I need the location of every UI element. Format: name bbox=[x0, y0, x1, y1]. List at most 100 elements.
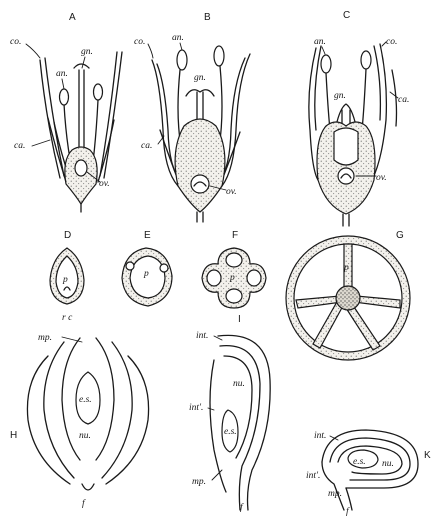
label-int-k: int. bbox=[314, 431, 326, 441]
label-an-b: an. bbox=[172, 33, 184, 43]
label-co-b: co. bbox=[134, 37, 145, 47]
locule-f-bottom bbox=[226, 289, 242, 303]
label-f-k: f bbox=[346, 506, 350, 516]
label-ov-c: ov. bbox=[376, 173, 387, 183]
label-mp-i: mp. bbox=[192, 477, 206, 487]
label-ca-b: ca. bbox=[141, 141, 152, 151]
label-p-e: p bbox=[143, 269, 149, 279]
ovule-e-1 bbox=[126, 262, 134, 270]
panel-c: C an. co. gn. ca. ov. bbox=[309, 10, 409, 226]
filament-c-left bbox=[326, 73, 330, 130]
panel-letter-k: K bbox=[424, 450, 431, 461]
corolla-c-right-outer bbox=[392, 70, 397, 126]
label-es-h: e.s. bbox=[79, 395, 92, 405]
label-an-c: an. bbox=[314, 37, 326, 47]
anther-c-left bbox=[321, 55, 331, 73]
leader-ca-c bbox=[390, 92, 398, 98]
calyx-left bbox=[48, 118, 66, 182]
locule-f-right bbox=[247, 270, 261, 286]
leader-co-b bbox=[148, 44, 153, 58]
anther-b-right bbox=[214, 46, 224, 66]
ovule-c bbox=[338, 168, 354, 184]
filament-b-left bbox=[178, 70, 180, 140]
ovule-a bbox=[75, 160, 87, 176]
label-p-d: p bbox=[62, 275, 68, 285]
label-p-g: p bbox=[343, 263, 349, 273]
pedicel-b bbox=[197, 212, 203, 222]
panel-a: A co. gn. an. ca. ov. bbox=[10, 12, 122, 212]
anther-c-right bbox=[361, 51, 371, 69]
label-nu-i: nu. bbox=[233, 379, 245, 389]
anther-b-left bbox=[177, 50, 187, 70]
label-co-a: co. bbox=[10, 37, 21, 47]
panel-e: E p bbox=[122, 230, 172, 306]
label-ca-a: ca. bbox=[14, 141, 25, 151]
anther-right bbox=[94, 84, 103, 100]
label-es-k: e.s. bbox=[353, 457, 366, 467]
locule-f-top bbox=[226, 253, 242, 267]
calyx-right bbox=[98, 120, 114, 182]
label-nu-k: nu. bbox=[382, 459, 394, 469]
leader-int2-i bbox=[208, 408, 214, 410]
label-ca-c: ca. bbox=[398, 95, 409, 105]
leader-an-c bbox=[322, 47, 325, 54]
stigma-a bbox=[74, 64, 89, 68]
label-int2-k: int'. bbox=[306, 471, 320, 481]
label-int2-i: int'. bbox=[189, 403, 203, 413]
panel-letter-b: B bbox=[204, 12, 211, 23]
leader-an-b bbox=[180, 43, 182, 50]
corolla-c-right-in bbox=[374, 46, 380, 120]
label-gn-b: gn. bbox=[194, 73, 206, 83]
anther-left bbox=[60, 89, 69, 105]
panel-letter-d: D bbox=[64, 230, 71, 241]
panel-f: F p bbox=[202, 230, 266, 308]
label-int-i: int. bbox=[196, 331, 208, 341]
integument-h-inner-left bbox=[44, 342, 74, 478]
corolla-b-left bbox=[152, 60, 178, 186]
funicle-h bbox=[82, 484, 94, 490]
label-an-a: an. bbox=[56, 69, 68, 79]
central-axis-g bbox=[336, 286, 360, 310]
label-ov-a: ov. bbox=[99, 179, 110, 189]
panel-letter-c: C bbox=[343, 10, 350, 21]
panel-letter-e: E bbox=[144, 230, 151, 241]
corolla-right-outer bbox=[104, 52, 122, 178]
leader-ca-a bbox=[32, 140, 50, 146]
funicle-k-left bbox=[322, 462, 344, 510]
label-rc-d: r c bbox=[62, 313, 73, 323]
label-mp-k: mp. bbox=[328, 489, 342, 499]
locule-f-left bbox=[207, 270, 221, 286]
label-gn-c: gn. bbox=[334, 91, 346, 101]
pedicel-c bbox=[343, 214, 349, 226]
panel-d: D p r c bbox=[50, 230, 84, 323]
panel-h: H mp. e.s. nu. f bbox=[10, 333, 149, 509]
label-es-i: e.s. bbox=[224, 427, 237, 437]
leader-gn-a bbox=[82, 57, 85, 68]
label-co-c: co. bbox=[386, 37, 397, 47]
filament-c-right bbox=[362, 69, 366, 130]
panel-letter-g: G bbox=[396, 230, 404, 241]
ovule-b bbox=[191, 175, 209, 193]
panel-letter-a: A bbox=[69, 12, 76, 23]
integument-h-inner-right bbox=[102, 342, 132, 478]
panel-g: G p bbox=[286, 230, 410, 360]
corolla-c-left-in bbox=[315, 46, 321, 130]
stigma-b bbox=[186, 90, 214, 96]
locule-c bbox=[334, 128, 358, 165]
leader-an-a bbox=[62, 79, 64, 89]
label-p-f: p bbox=[229, 273, 235, 283]
panel-letter-f: F bbox=[232, 230, 238, 241]
label-f-i: f bbox=[240, 502, 244, 513]
label-nu-h: nu. bbox=[79, 431, 91, 441]
filament-b-right bbox=[220, 66, 222, 140]
panel-letter-h: H bbox=[10, 430, 17, 441]
leader-co-a bbox=[26, 44, 40, 58]
label-gn-a: gn. bbox=[81, 47, 93, 57]
ovary-b bbox=[175, 119, 225, 212]
panel-letter-i: I bbox=[238, 314, 241, 325]
panel-b: B co. an. gn. ca. ov. bbox=[134, 12, 250, 222]
panel-k: K int. e.s. nu. int'. mp. f bbox=[306, 430, 431, 516]
panel-i: I int. nu. int'. e.s. mp. f bbox=[189, 314, 270, 513]
